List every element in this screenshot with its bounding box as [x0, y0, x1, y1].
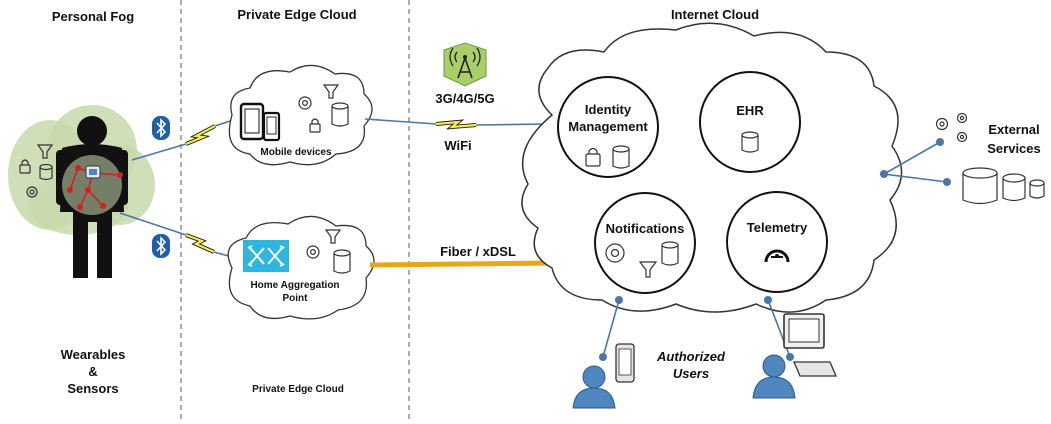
- database-icon: [1002, 173, 1026, 202]
- link-cloud-external: [883, 141, 941, 175]
- filter-icon: [638, 261, 658, 278]
- link-cloud-user-mobile: [602, 299, 620, 358]
- lock-icon: [19, 159, 31, 174]
- authorized-users-label-line2: Users: [673, 366, 709, 381]
- gear-icon: [605, 243, 625, 263]
- phone-icon: [262, 111, 281, 142]
- gear-icon: [956, 112, 968, 124]
- wearable-hub-icon: [85, 165, 101, 179]
- filter-icon: [324, 229, 342, 244]
- database-icon: [331, 102, 349, 127]
- mobile-device-icon: [615, 343, 635, 383]
- database-icon: [741, 131, 759, 153]
- link-cloud-external-db: [883, 173, 948, 183]
- zone-title-private-edge-cloud: Private Edge Cloud: [237, 7, 356, 22]
- fiber-label: Fiber / xDSL: [440, 244, 516, 259]
- sensor-network: [67, 165, 123, 210]
- home-aggregation-label-line2: Point: [283, 293, 309, 304]
- zone-title-personal-fog: Personal Fog: [52, 9, 134, 24]
- identity-management-label-line1: Identity: [585, 102, 632, 117]
- identity-management-label-line2: Management: [568, 119, 648, 134]
- gear-icon: [956, 131, 968, 143]
- wearables-label-line3: Sensors: [67, 381, 118, 396]
- telemetry-node: [726, 191, 828, 293]
- user-avatar-icon: [752, 354, 796, 399]
- link-mobile-internet: [364, 118, 437, 125]
- database-icon: [661, 241, 679, 266]
- filter-icon: [322, 84, 340, 99]
- database-icon: [1029, 179, 1045, 199]
- mobile-devices-label: Mobile devices: [260, 147, 332, 158]
- cellular-label: 3G/4G/5G: [435, 91, 494, 106]
- gear-icon: [306, 245, 320, 259]
- telemetry-label: Telemetry: [747, 220, 808, 235]
- gear-icon: [26, 186, 38, 198]
- database-icon: [39, 163, 53, 181]
- lock-icon: [309, 118, 321, 133]
- authorized-users-label-line1: Authorized: [656, 349, 726, 364]
- filter-icon: [36, 144, 54, 159]
- ehr-label: EHR: [736, 103, 764, 118]
- notifications-node: [594, 192, 696, 294]
- external-services-label-line1: External: [988, 122, 1039, 137]
- database-icon: [333, 249, 351, 274]
- gear-icon: [935, 117, 949, 131]
- wifi-label: WiFi: [444, 138, 471, 153]
- link-person-mobile: [131, 143, 187, 161]
- zone-title-internet-cloud: Internet Cloud: [671, 7, 759, 22]
- fiber-link: [369, 260, 551, 268]
- identity-management-node: [557, 76, 659, 178]
- private-edge-cloud-footer: Private Edge Cloud: [252, 384, 344, 395]
- notifications-label: Notifications: [606, 221, 685, 236]
- database-icon: [612, 145, 630, 169]
- gear-icon: [298, 96, 312, 110]
- link-person-home: [119, 212, 187, 236]
- bluetooth-icon: [152, 234, 170, 258]
- user-avatar-icon: [572, 365, 616, 409]
- desktop-monitor-icon: [783, 313, 837, 377]
- home-aggregation-label-line1: Home Aggregation: [250, 280, 339, 291]
- ehr-node: [699, 71, 801, 173]
- cell-tower-icon: [443, 42, 487, 87]
- wearables-label-line1: Wearables: [61, 347, 126, 362]
- external-services-label-line2: Services: [987, 141, 1041, 156]
- switch-icon: [243, 240, 289, 272]
- bluetooth-icon: [152, 116, 170, 140]
- gauge-icon: [764, 249, 790, 263]
- lock-icon: [585, 147, 601, 167]
- database-icon: [962, 167, 998, 205]
- wearables-label-line2: &: [88, 364, 97, 379]
